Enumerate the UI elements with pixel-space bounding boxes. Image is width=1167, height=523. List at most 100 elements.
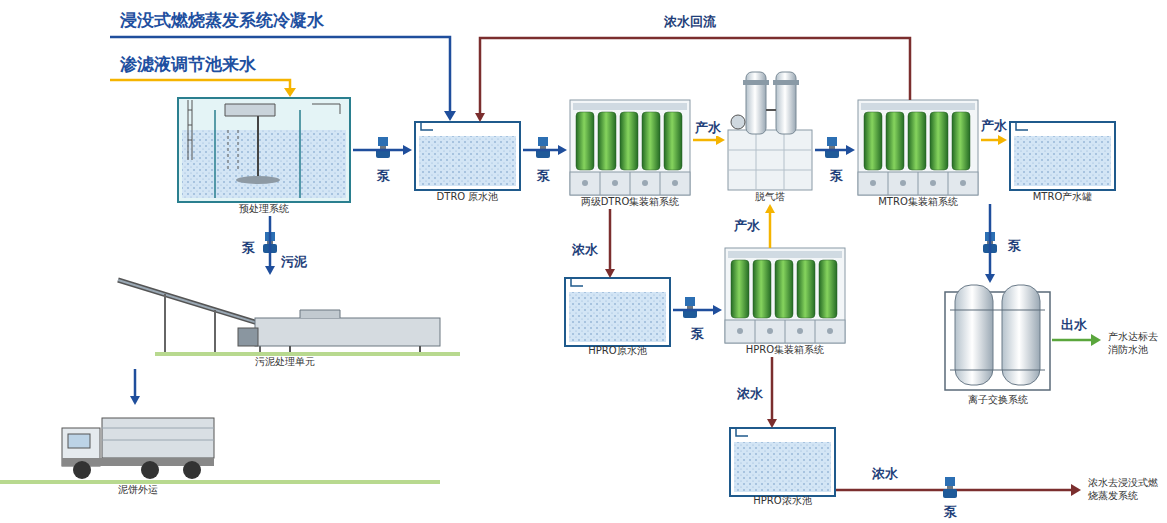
pretreatment-tank bbox=[178, 98, 350, 202]
arrow-head bbox=[765, 204, 775, 213]
illustration-part bbox=[825, 137, 839, 158]
illustration-part bbox=[257, 116, 259, 178]
flow-label: 产水 bbox=[693, 120, 723, 136]
flow-line bbox=[523, 149, 559, 152]
illustration-part bbox=[731, 115, 745, 129]
flow-connector bbox=[767, 357, 777, 428]
illustration-part bbox=[415, 122, 520, 190]
arrow-head bbox=[767, 419, 777, 428]
flow-label: 泵 bbox=[375, 168, 392, 184]
degassing-tower bbox=[728, 72, 812, 190]
illustration-part bbox=[165, 294, 260, 352]
illustration-part bbox=[950, 310, 1045, 370]
flow-line bbox=[269, 216, 272, 267]
arrow-head bbox=[475, 113, 485, 122]
illustration-part bbox=[183, 461, 201, 479]
illustration-part bbox=[725, 248, 845, 343]
flow-line bbox=[771, 357, 774, 420]
illustration-part bbox=[255, 318, 440, 346]
illustration-part bbox=[290, 346, 420, 352]
illustration-part bbox=[766, 109, 776, 111]
flow-line bbox=[815, 149, 847, 152]
illustration-part bbox=[570, 100, 690, 195]
illustration-part bbox=[1071, 484, 1081, 496]
illustration-part bbox=[110, 80, 290, 89]
equipment-node: 泥饼外运 bbox=[55, 405, 221, 497]
arrow-head bbox=[558, 145, 567, 155]
flow-label: 污泥 bbox=[279, 254, 309, 270]
illustration-part bbox=[228, 130, 238, 170]
illustration-part bbox=[444, 111, 456, 121]
equipment-caption: HPRO集装箱系统 bbox=[722, 343, 848, 357]
flow-label: 浓水 bbox=[570, 242, 600, 258]
equipment-node: 脱气塔 bbox=[725, 68, 815, 204]
equipment-caption: 脱气塔 bbox=[725, 190, 815, 204]
flow-label: 泵 bbox=[942, 504, 959, 520]
flow-line bbox=[673, 309, 714, 312]
arrow-head bbox=[985, 274, 995, 283]
arrow-head bbox=[265, 266, 275, 275]
flow-connector bbox=[265, 216, 275, 275]
dump-truck bbox=[0, 418, 440, 484]
equipment-caption: 泥饼外运 bbox=[55, 483, 221, 497]
equipment-node: 离子交换系统 bbox=[942, 283, 1053, 407]
equipment-node: DTRO 原水池 bbox=[412, 122, 523, 204]
illustration-part bbox=[536, 137, 550, 158]
equipment-node: HPRO原水池 bbox=[562, 278, 673, 358]
source-label: 浸没式燃烧蒸发系统冷凝水 bbox=[118, 10, 326, 30]
illustration-part bbox=[236, 176, 280, 184]
flow-connector bbox=[523, 145, 567, 155]
illustration-part bbox=[188, 100, 192, 160]
flow-line bbox=[989, 204, 992, 275]
flow-label: 浓水 bbox=[870, 466, 900, 482]
equipment-caption: DTRO 原水池 bbox=[412, 190, 523, 204]
illustration-part bbox=[68, 434, 90, 448]
illustration-part bbox=[225, 104, 275, 116]
destination-note: 产水达标去消防水池 bbox=[1106, 330, 1164, 356]
illustration-part bbox=[215, 110, 300, 198]
flow-label: 浓水 bbox=[735, 386, 765, 402]
illustration-part bbox=[743, 80, 769, 85]
illustration-part bbox=[102, 418, 214, 458]
arrow-head bbox=[998, 135, 1007, 145]
equipment-node: 两级DTRO集装箱系统 bbox=[567, 100, 693, 209]
illustration-part bbox=[1052, 339, 1092, 342]
illustration-part bbox=[0, 480, 440, 484]
flow-line bbox=[480, 38, 910, 114]
equipment-node: 预处理系统 bbox=[175, 98, 353, 216]
arrow-head bbox=[713, 305, 722, 315]
illustration-part bbox=[238, 328, 258, 346]
flow-label: 浓水回流 bbox=[662, 14, 718, 30]
equipment-node: 污泥处理单元 bbox=[107, 275, 463, 369]
equipment-node: MTRO集装箱系统 bbox=[855, 100, 981, 209]
equipment-caption: 预处理系统 bbox=[175, 202, 353, 216]
illustration-part bbox=[182, 130, 346, 198]
illustration-part bbox=[683, 297, 697, 318]
equipment-caption: MTRO集装箱系统 bbox=[855, 195, 981, 209]
arrow-head bbox=[130, 396, 140, 405]
equipment-node: MTRO产水罐 bbox=[1007, 122, 1118, 204]
illustration-part bbox=[73, 461, 91, 479]
flow-connector bbox=[815, 145, 855, 155]
arrow-head bbox=[716, 135, 725, 145]
flow-label: 泵 bbox=[240, 240, 257, 256]
equipment-caption: HPRO原水池 bbox=[562, 344, 673, 358]
ion-exchange bbox=[945, 285, 1050, 390]
illustration-part bbox=[1091, 334, 1101, 346]
illustration-part bbox=[565, 278, 670, 346]
flow-connector bbox=[130, 369, 140, 405]
flow-connector bbox=[605, 209, 615, 278]
flow-line bbox=[981, 139, 999, 142]
illustration-part bbox=[178, 98, 350, 202]
equipment-caption: MTRO产水罐 bbox=[1007, 190, 1118, 204]
equipment-caption: HPRO浓水池 bbox=[727, 494, 838, 508]
equipment-node: HPRO浓水池 bbox=[727, 428, 838, 508]
illustration-part bbox=[773, 80, 799, 85]
flow-label: 泵 bbox=[689, 326, 706, 342]
flow-connector bbox=[693, 135, 725, 145]
sludge-unit bbox=[118, 280, 460, 356]
flow-line bbox=[769, 212, 772, 248]
illustration-part bbox=[141, 461, 159, 479]
